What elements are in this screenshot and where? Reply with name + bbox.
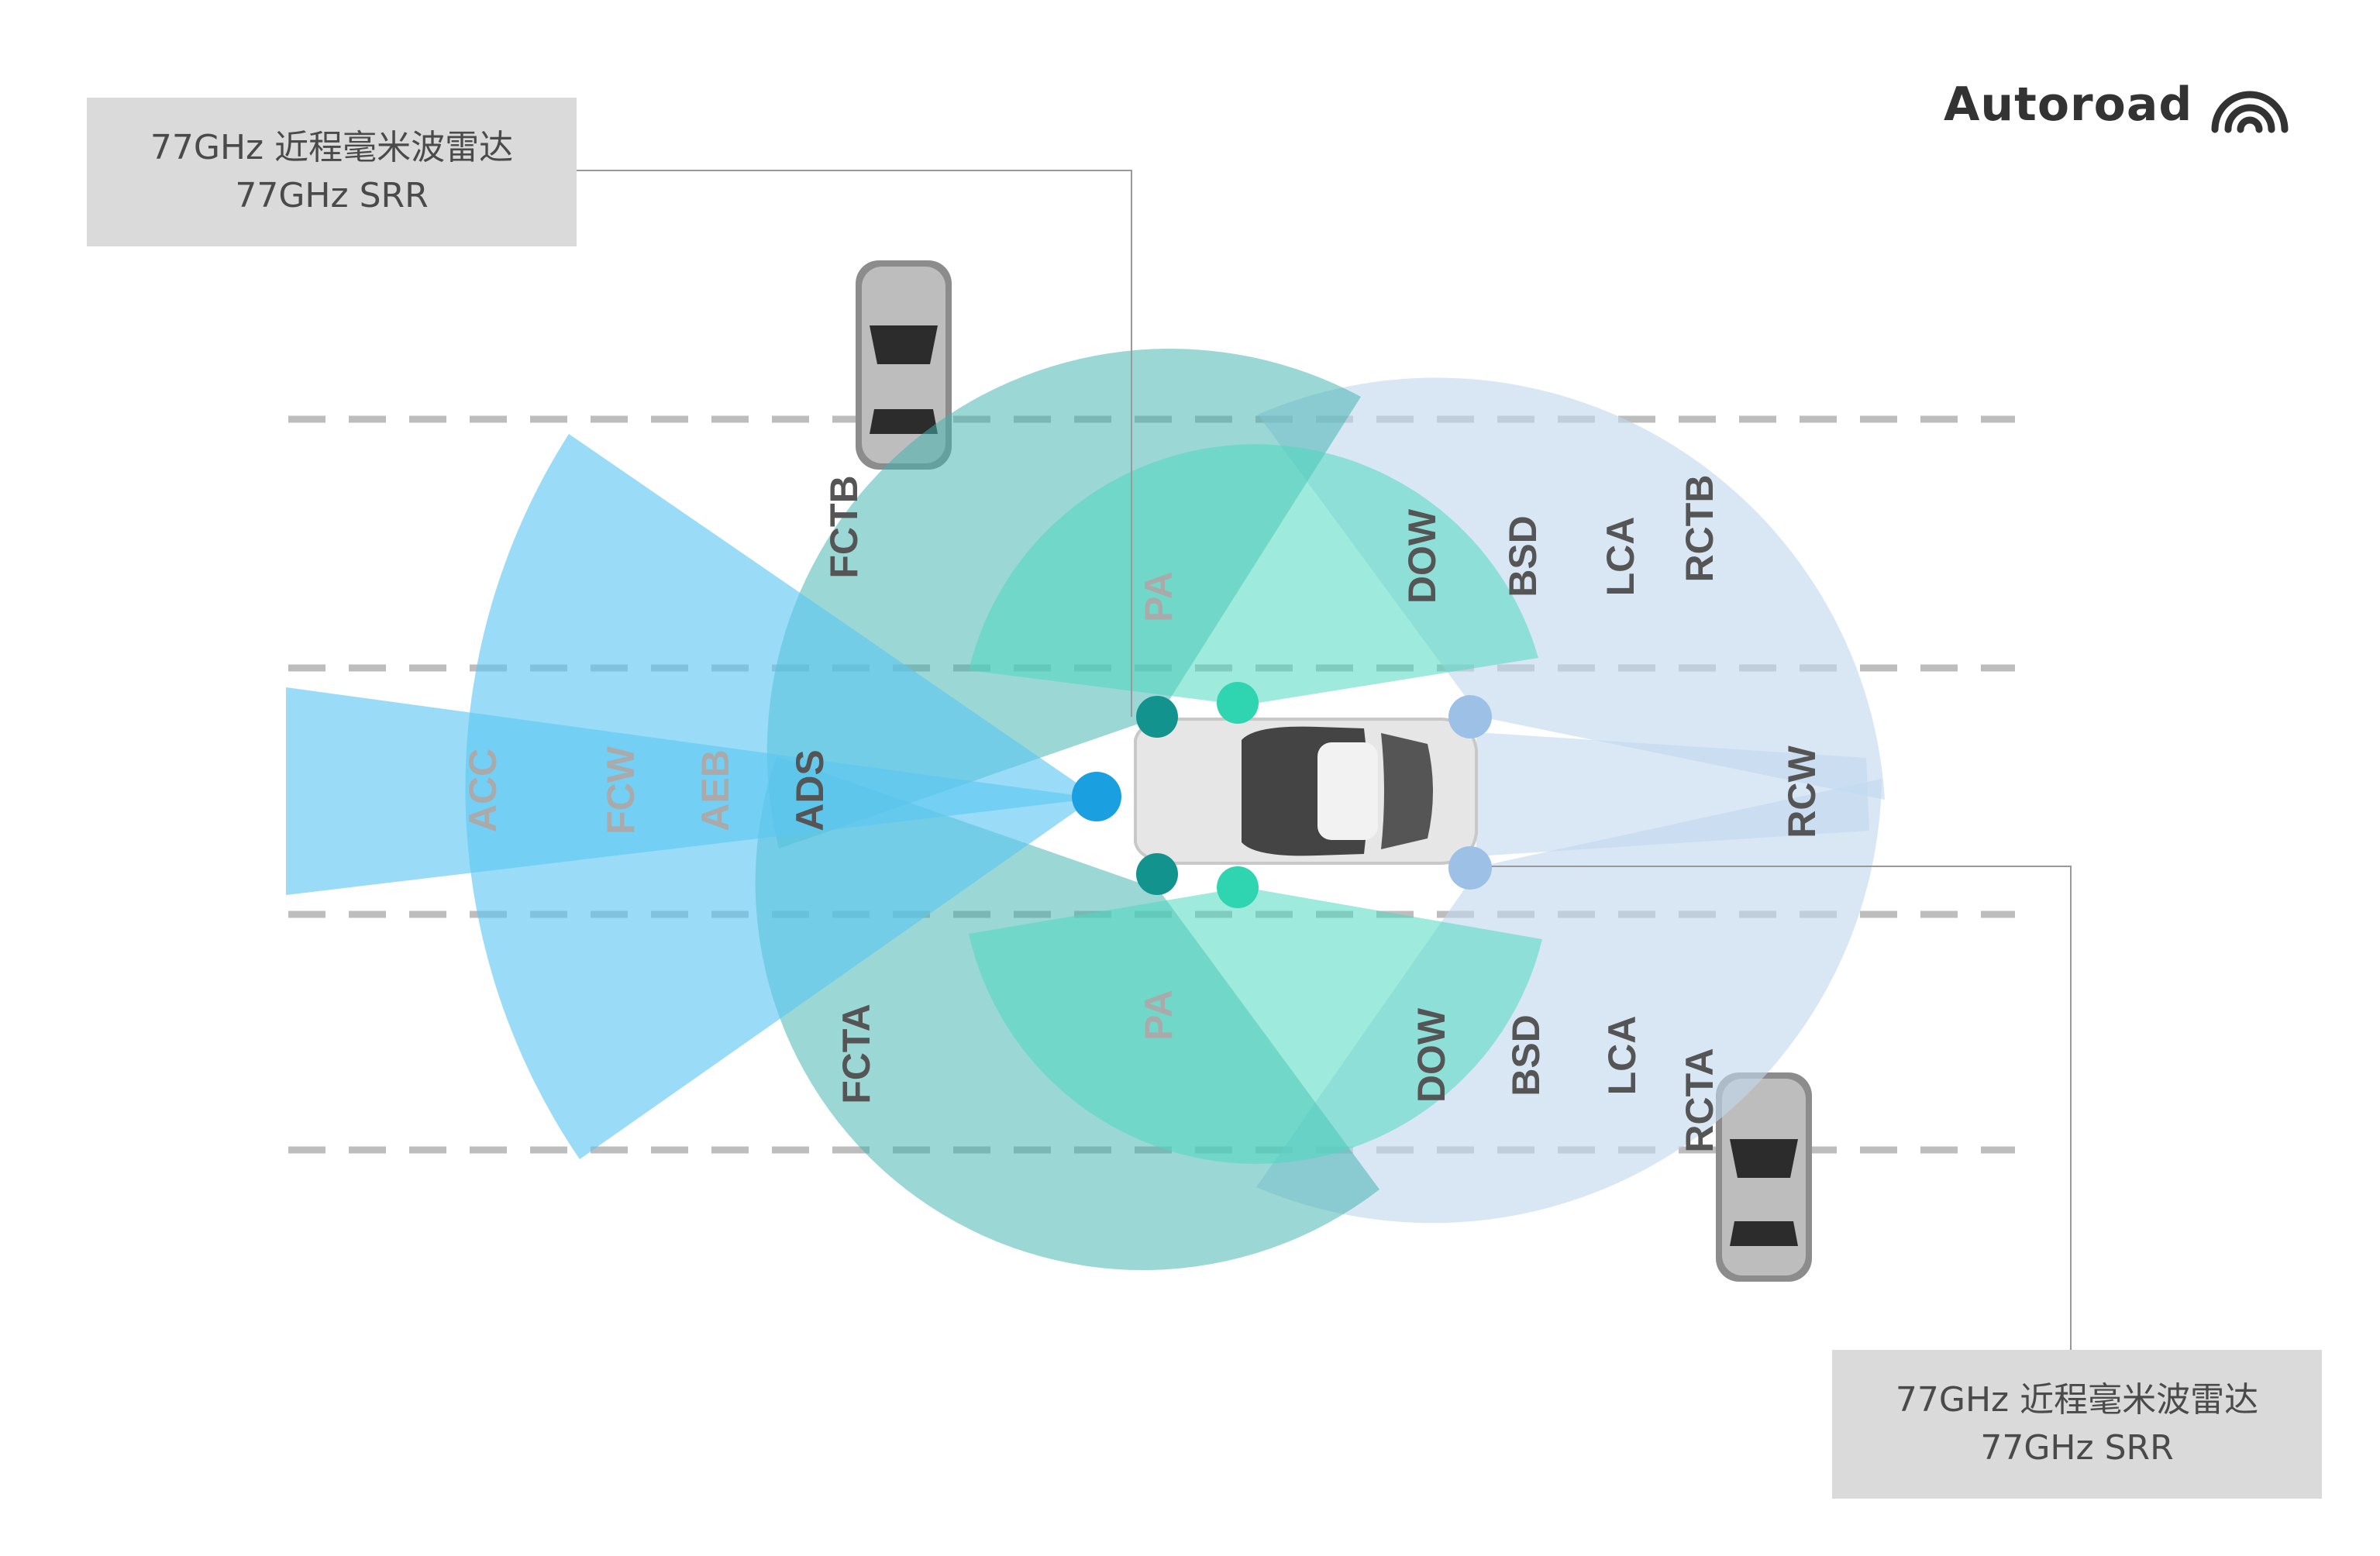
right-side-sensor [1217,866,1259,908]
label-lca-bottom: LCA [1600,1016,1644,1096]
label-aeb: AEB [694,749,737,831]
leader-top [577,170,1132,717]
label-bsd-top: BSD [1501,515,1545,597]
side-pa-fields [969,444,1542,1164]
callout-srr-top: 77GHz 近程毫米波雷达 77GHz SRR [87,98,577,246]
label-fcta: FCTA [835,1003,878,1104]
front-long-range-fields [286,434,1097,1159]
function-labels: ACC FCW AEB ADS FCTB FCTA PA PA DOW BSD … [461,475,1824,1153]
front-long-range-field [286,687,1097,895]
leader-bottom [1476,866,2072,1350]
label-pa-top: PA [1137,571,1180,622]
label-rcw: RCW [1780,745,1824,838]
label-dow-bottom: DOW [1410,1007,1453,1103]
label-dow-top: DOW [1400,508,1444,604]
left-side-sensor [1217,682,1259,724]
rear-right-corner-sensor [1448,846,1492,890]
label-pa-bottom: PA [1137,990,1180,1041]
parked-car-top [856,260,952,470]
brand-logo: Autoroad [1944,70,2296,139]
callout-top-line2: 77GHz SRR [235,176,429,215]
sensors [1072,682,1492,908]
label-lca-top: LCA [1599,517,1642,597]
callout-srr-bottom: 77GHz 近程毫米波雷达 77GHz SRR [1832,1350,2322,1499]
front-radar-sensor [1072,772,1121,821]
label-ads: ADS [788,749,832,831]
rear-left-corner-sensor [1448,695,1492,738]
callout-top-line1: 77GHz 近程毫米波雷达 [150,128,514,167]
signal-arc-icon [2211,91,2289,133]
pa-right-field [969,887,1542,1164]
brand-name: Autoroad [1944,77,2193,132]
label-fcw: FCW [599,745,642,835]
rear-rcw-field [1476,732,1869,856]
label-bsd-bottom: BSD [1504,1014,1548,1096]
label-fctb: FCTB [822,475,866,578]
label-rctb: RCTB [1678,475,1721,583]
callout-leaders [577,170,2072,1350]
front-left-corner-sensor [1136,696,1178,738]
front-right-corner-sensor [1136,853,1178,895]
rear-left-field [1258,377,1885,800]
callout-bottom-line1: 77GHz 近程毫米波雷达 [1895,1380,2259,1420]
label-rcta: RCTA [1678,1048,1721,1152]
parked-car-bottom [1716,1072,1812,1282]
pa-left-field [969,444,1538,705]
label-acc: ACC [461,749,505,832]
ego-car [1134,718,1478,865]
callout-bottom-line2: 77GHz SRR [1980,1428,2174,1468]
